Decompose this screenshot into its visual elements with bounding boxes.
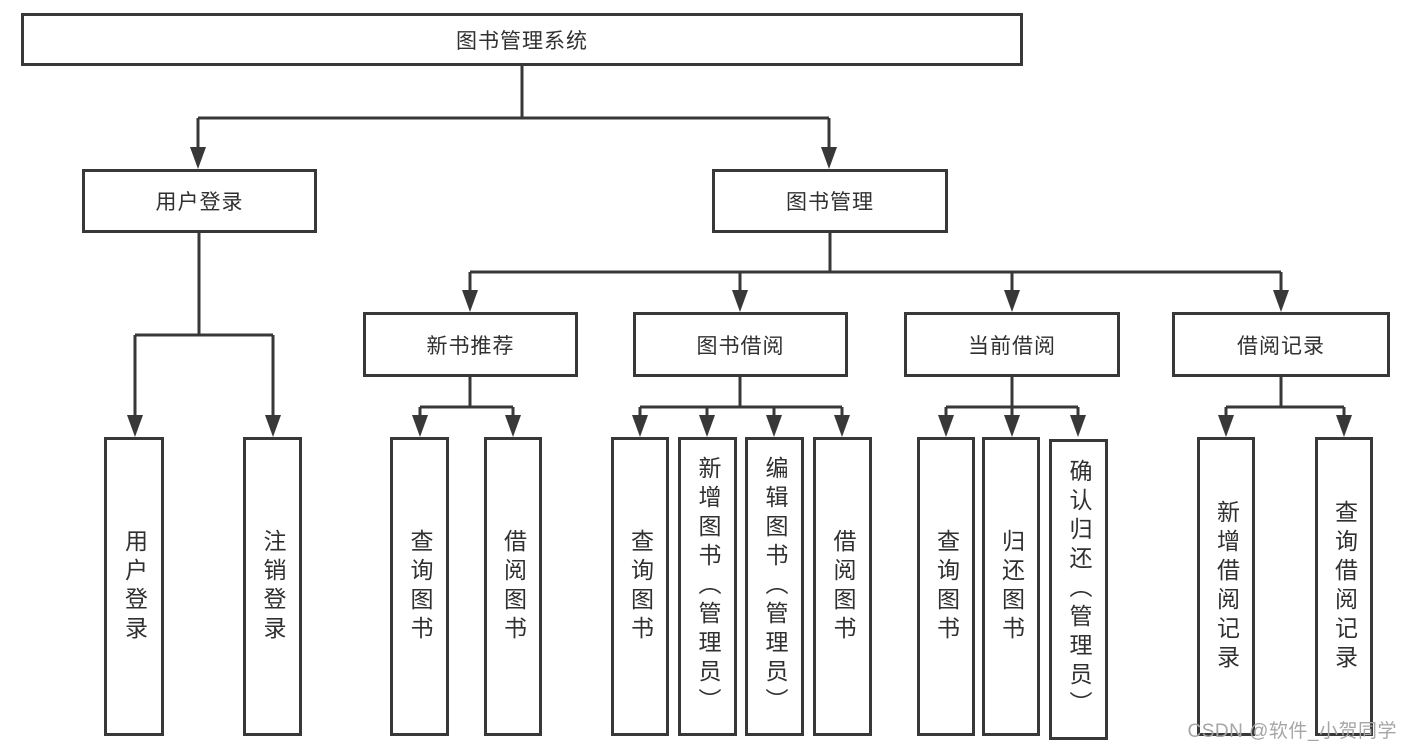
arrow-down-icon xyxy=(821,147,837,169)
leaf-label: 借阅图书 xyxy=(830,528,856,645)
node-book-borrow: 图书借阅 xyxy=(633,312,848,377)
leaf-label: 查询图书 xyxy=(933,528,960,645)
node-library-management-system: 图书管理系统 xyxy=(21,13,1023,66)
node-user-login: 用户登录 xyxy=(82,169,317,233)
arrow-down-icon xyxy=(1218,415,1234,437)
leaf-label: 查询图书 xyxy=(407,528,433,645)
arrow-down-icon xyxy=(938,415,954,437)
arrow-down-icon xyxy=(1070,415,1086,437)
leaf-label: 归还图书 xyxy=(998,528,1025,645)
leaf-label: 查询借阅记录 xyxy=(1331,499,1358,674)
arrow-down-icon xyxy=(1004,415,1020,437)
arrow-down-icon xyxy=(265,415,281,437)
leaf-query-borrow-record: 查询借阅记录 xyxy=(1315,437,1373,736)
arrow-down-icon xyxy=(462,290,478,312)
connector-borrow-record-children xyxy=(1218,377,1352,437)
leaf-label: 查询图书 xyxy=(627,528,654,645)
leaf-add-book-admin: 新增图书（管理员） xyxy=(678,437,737,736)
leaf-label: 新增图书（管理员） xyxy=(695,456,721,717)
leaf-add-borrow-record: 新增借阅记录 xyxy=(1197,437,1255,736)
connector-current-borrow-children xyxy=(938,377,1086,437)
leaf-edit-book-admin: 编辑图书（管理员） xyxy=(745,437,804,736)
leaf-label: 新增借阅记录 xyxy=(1213,499,1240,674)
node-current-borrow: 当前借阅 xyxy=(904,312,1120,377)
leaf-label: 编辑图书（管理员） xyxy=(762,456,788,717)
arrow-down-icon xyxy=(766,415,782,437)
arrow-down-icon xyxy=(190,147,206,169)
arrow-down-icon xyxy=(1004,290,1020,312)
connector-book-management-children xyxy=(462,233,1289,312)
connector-new-book-children xyxy=(412,377,521,437)
leaf-user-login: 用户登录 xyxy=(104,437,164,736)
leaf-borrow-books: 借阅图书 xyxy=(813,437,872,736)
node-book-management: 图书管理 xyxy=(712,169,948,233)
node-new-book-recommend: 新书推荐 xyxy=(363,312,578,377)
leaf-logout-login: 注销登录 xyxy=(243,437,302,736)
node-borrow-records: 借阅记录 xyxy=(1172,312,1390,377)
leaf-label: 注销登录 xyxy=(260,528,286,645)
leaf-label: 用户登录 xyxy=(121,528,148,645)
arrow-down-icon xyxy=(699,415,715,437)
arrow-down-icon xyxy=(505,415,521,437)
leaf-query-books-borrow: 查询图书 xyxy=(611,437,669,736)
leaf-query-books-current: 查询图书 xyxy=(917,437,975,736)
leaf-label: 借阅图书 xyxy=(500,528,527,645)
csdn-watermark: CSDN @软件_小贺同学 xyxy=(1187,721,1397,742)
leaf-return-book: 归还图书 xyxy=(982,437,1040,736)
arrow-down-icon xyxy=(127,415,143,437)
arrow-down-icon xyxy=(632,415,648,437)
leaf-confirm-return-admin: 确认归还（管理员） xyxy=(1049,439,1108,740)
leaf-borrow-books-recommend: 借阅图书 xyxy=(484,437,542,736)
arrow-down-icon xyxy=(1273,290,1289,312)
arrow-down-icon xyxy=(412,415,428,437)
arrow-down-icon xyxy=(732,290,748,312)
arrow-down-icon xyxy=(1336,415,1352,437)
arrow-down-icon xyxy=(834,415,850,437)
leaf-query-books-recommend: 查询图书 xyxy=(390,437,449,736)
connector-user-login-children xyxy=(127,233,281,437)
leaf-label: 确认归还（管理员） xyxy=(1066,459,1092,720)
connector-root-to-level2 xyxy=(190,66,837,169)
connector-book-borrow-children xyxy=(632,377,850,437)
